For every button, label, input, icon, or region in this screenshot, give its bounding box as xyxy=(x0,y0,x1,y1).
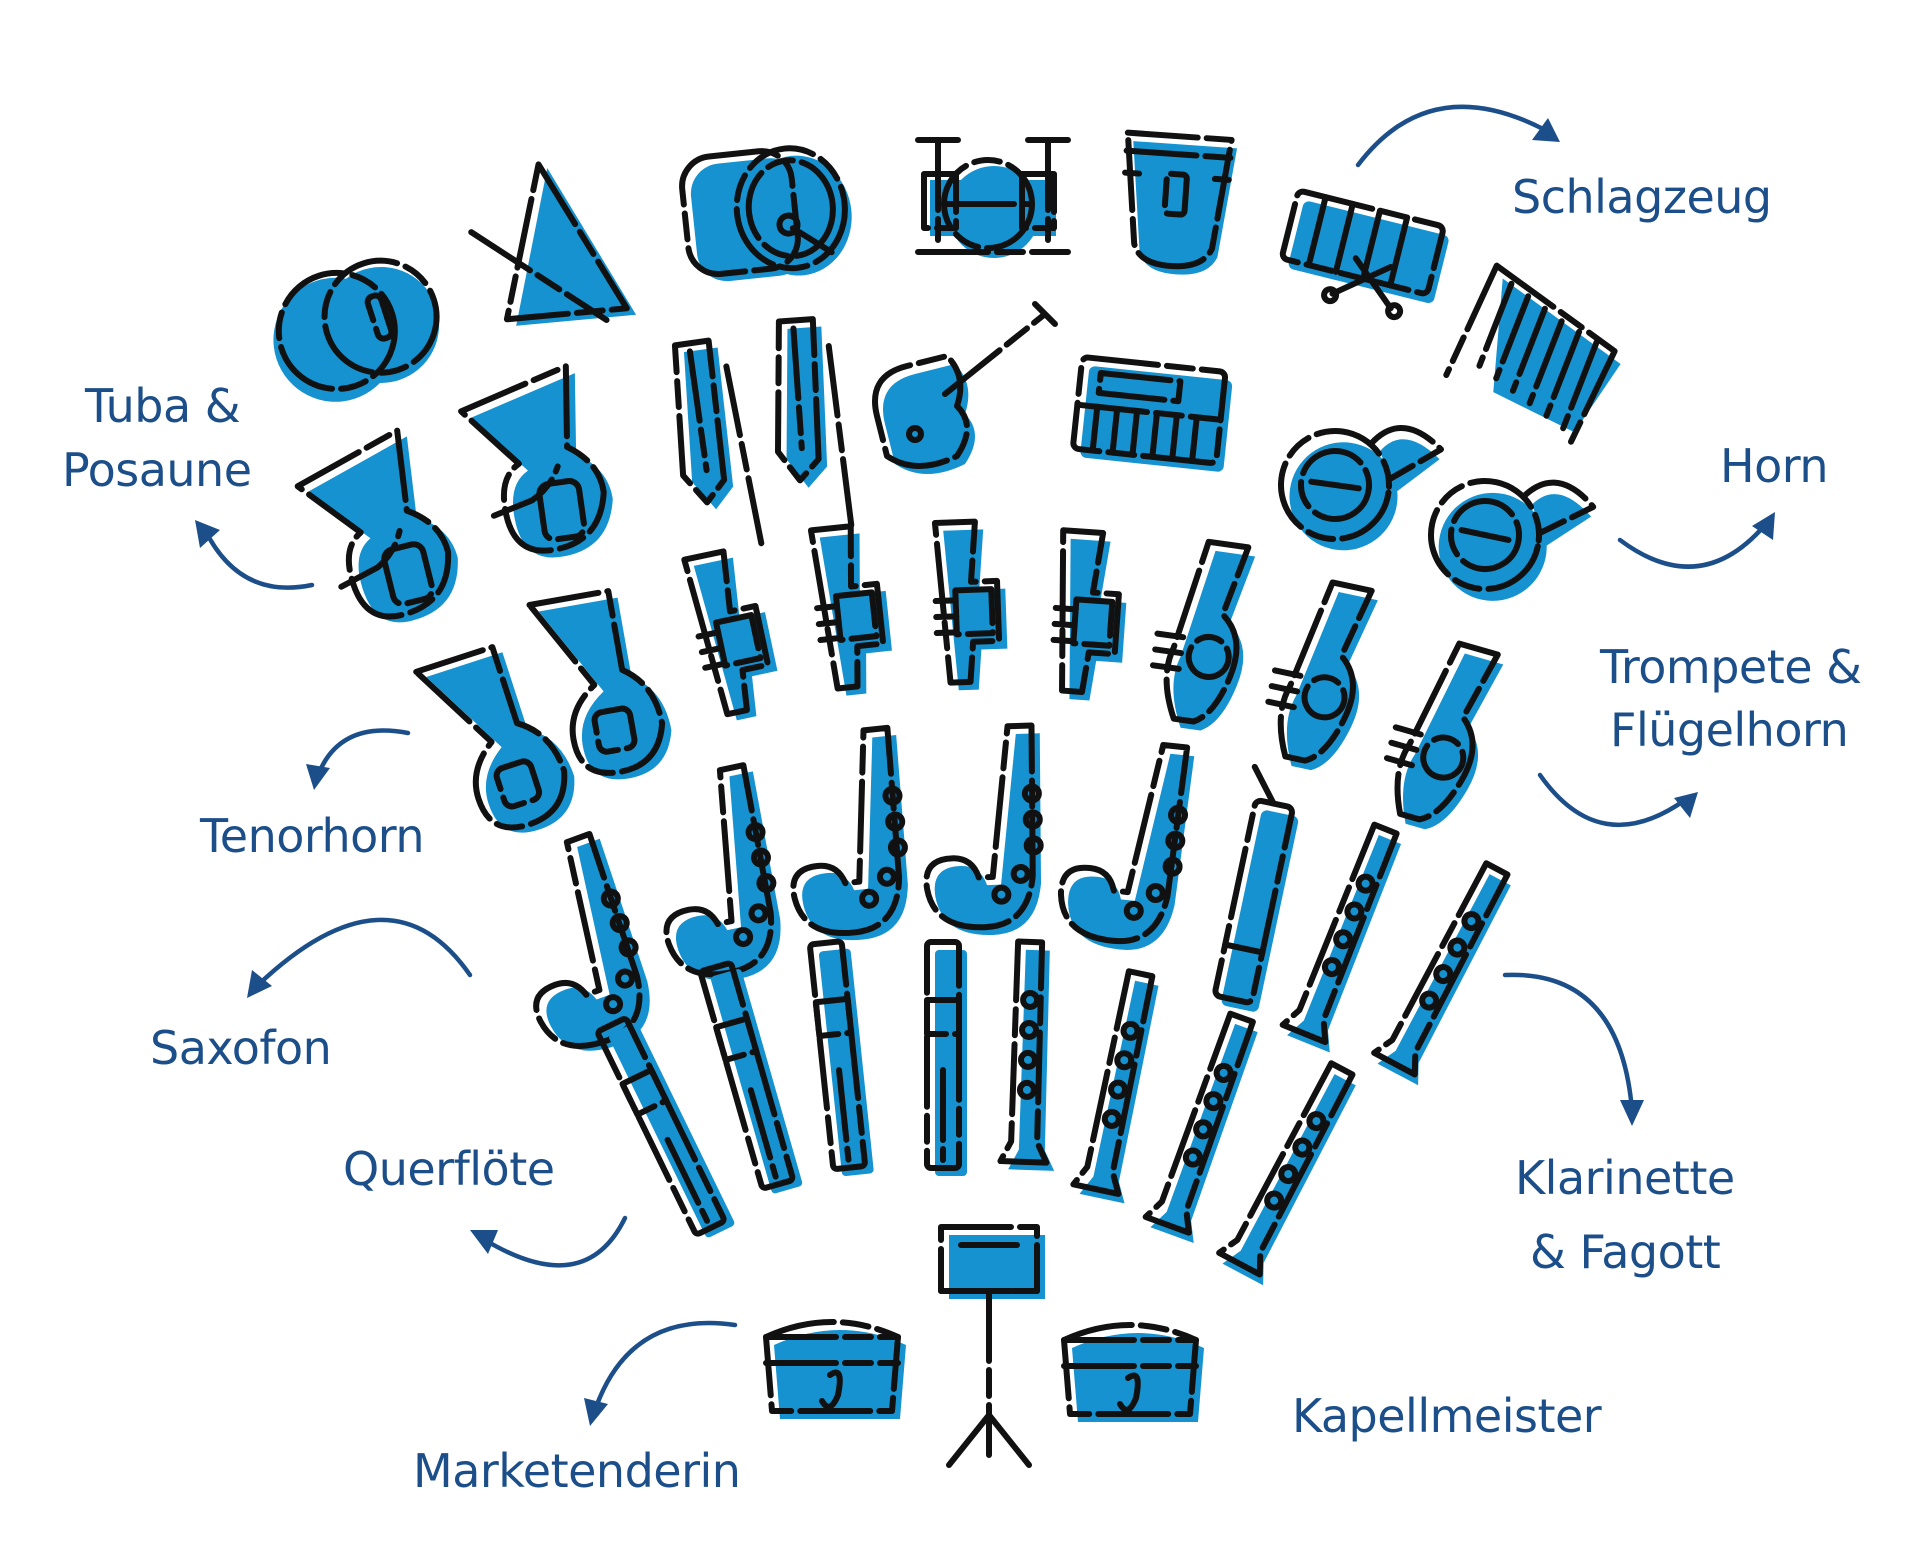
label-klarinette-line-2: & Fagott xyxy=(1530,1225,1720,1279)
flute-icon xyxy=(810,940,874,1177)
trumpet-icon xyxy=(809,523,896,697)
labels: Schlagzeug Horn Trompete & Flügelhorn Kl… xyxy=(62,170,1862,1498)
tuba-icon xyxy=(290,424,469,640)
label-schlagzeug: Schlagzeug xyxy=(1512,170,1772,224)
label-trompete-line-1: Trompete & xyxy=(1599,640,1862,694)
saxophone-icon xyxy=(778,727,918,946)
arrow-schlagzeug xyxy=(1355,104,1560,168)
label-tuba-line-2: Posaune xyxy=(62,443,252,497)
flute-icon xyxy=(927,942,967,1176)
electric-guitar-icon xyxy=(875,304,1055,474)
cymbals-icon xyxy=(256,244,455,418)
xylophone-icon xyxy=(1274,190,1451,325)
arrow-tenorhorn xyxy=(306,728,411,790)
trombone-icon xyxy=(769,317,851,529)
flute-icon xyxy=(700,961,803,1197)
label-tuba-line-1: Tuba & xyxy=(84,379,240,433)
tuba-icon xyxy=(457,362,620,567)
saxophone-icon xyxy=(635,764,794,992)
hat-icon xyxy=(1064,1325,1204,1422)
arrow-klarinette xyxy=(1502,972,1644,1126)
label-saxofon: Saxofon xyxy=(150,1021,331,1075)
arrows xyxy=(195,104,1775,1426)
french-horn-icon xyxy=(1273,412,1444,562)
clarinet-icon xyxy=(1280,821,1415,1053)
bass-drum-icon xyxy=(679,142,857,287)
music-stand-icon xyxy=(941,1227,1045,1465)
arrow-marketenderin xyxy=(584,1320,738,1426)
keyboard-icon xyxy=(1072,357,1234,472)
french-horn-icon xyxy=(1419,459,1597,618)
arrow-saxofon xyxy=(247,917,473,998)
label-horn: Horn xyxy=(1720,439,1828,493)
bottom-row xyxy=(766,1227,1204,1465)
arrow-trompete xyxy=(1537,772,1698,828)
label-kapellmeister: Kapellmeister xyxy=(1292,1389,1602,1443)
clarinet-icon xyxy=(1370,859,1525,1086)
triangle-icon xyxy=(462,152,636,340)
reed-row xyxy=(486,725,1525,1085)
flugelhorn-icon xyxy=(1145,537,1259,736)
flute-icon xyxy=(597,1014,736,1242)
label-trompete-line-2: Flügelhorn xyxy=(1610,703,1848,757)
drum-kit-icon xyxy=(918,140,1068,258)
tenor-horn-icon xyxy=(416,635,586,850)
trumpet-icon xyxy=(682,546,785,725)
label-marketenderin: Marketenderin xyxy=(413,1444,740,1498)
bassoon-icon xyxy=(1205,767,1308,1013)
saxophone-icon xyxy=(1056,736,1196,955)
label-klarinette-line-1: Klarinette xyxy=(1515,1151,1735,1205)
clarinet-icon xyxy=(1215,1059,1370,1286)
trumpet-icon xyxy=(933,521,1009,691)
trombone-icon xyxy=(665,337,761,552)
flugelhorn-icon xyxy=(1256,575,1382,777)
trumpet-icon xyxy=(1049,530,1131,702)
hat-icon xyxy=(766,1322,906,1419)
clarinet-icon xyxy=(1000,941,1062,1171)
glockenspiel-icon xyxy=(1439,262,1637,448)
clarinet-icon xyxy=(1072,969,1172,1203)
arrow-horn xyxy=(1617,512,1775,569)
label-querfloete: Querflöte xyxy=(343,1142,555,1196)
conga-icon xyxy=(1118,133,1237,278)
brass-row xyxy=(416,521,1508,851)
flugelhorn-icon xyxy=(1371,633,1508,838)
arrow-tuba xyxy=(195,520,315,590)
label-tenorhorn: Tenorhorn xyxy=(199,809,424,863)
arrow-querfloete xyxy=(470,1215,628,1268)
saxophone-icon xyxy=(921,725,1047,937)
